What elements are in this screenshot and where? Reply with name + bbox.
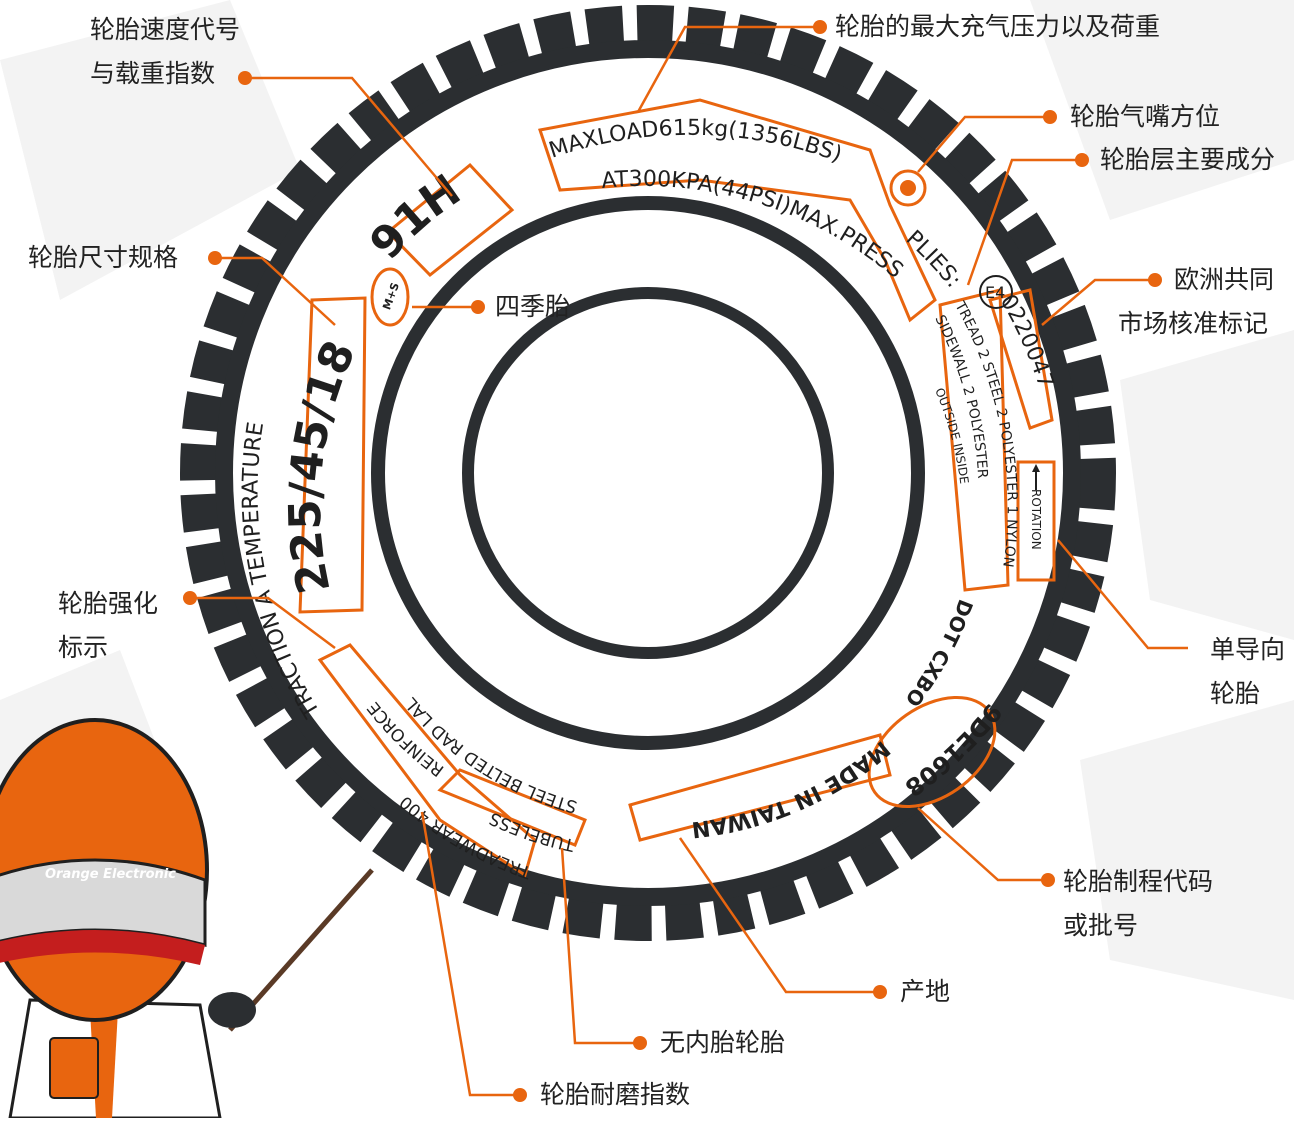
background-pattern — [0, 0, 1294, 1000]
label-reinforce-line2: 标示 — [58, 633, 109, 662]
mascot-badge — [49, 1037, 99, 1099]
svg-text:ROTATION: ROTATION — [1029, 489, 1043, 550]
label-reinforce: 轮胎强化 标示 — [58, 582, 158, 670]
leader-dots — [183, 20, 1162, 1102]
rim-inner-circle — [462, 287, 834, 659]
label-batch: 轮胎制程代码 或批号 — [1063, 860, 1213, 948]
highlight-outlines — [298, 98, 1056, 878]
season-outline — [370, 267, 410, 327]
speed-outline — [385, 162, 515, 278]
made-outline — [628, 733, 892, 842]
tire-tread-blocks — [180, 5, 1116, 941]
maxload-outline — [538, 98, 937, 323]
leader-lines — [190, 25, 1188, 1097]
rotation-arrow-icon — [1032, 464, 1040, 490]
label-batch-line2: 或批号 — [1063, 911, 1139, 940]
label-treadwear: 轮胎耐磨指数 — [540, 1080, 691, 1109]
size-outline — [298, 296, 367, 614]
label-ply: 轮胎层主要成分 — [1100, 145, 1276, 174]
mascot-brand-text: Orange Electronic — [45, 867, 176, 882]
mascot-illustration: Orange Electronic — [0, 718, 374, 1120]
label-directional-line1: 单导向 — [1210, 635, 1286, 664]
label-speed-load: 轮胎速度代号 与载重指数 — [90, 8, 240, 96]
label-ece-line2: 市场核准标记 — [1118, 309, 1269, 338]
label-ece-line1: 欧洲共同 — [1174, 265, 1275, 294]
label-all-season: 四季胎 — [495, 292, 571, 321]
label-size: 轮胎尺寸规格 — [28, 243, 179, 272]
label-tubeless: 无内胎轮胎 — [660, 1028, 786, 1057]
label-speed-load-line2: 与载重指数 — [90, 59, 216, 88]
tubeless-outline — [437, 768, 587, 847]
mascot-hand — [208, 992, 256, 1028]
label-reinforce-line1: 轮胎强化 — [58, 589, 159, 618]
label-origin: 产地 — [900, 977, 951, 1006]
ece-outline — [988, 288, 1054, 430]
label-speed-load-line1: 轮胎速度代号 — [90, 15, 241, 44]
rim-outer-circle — [371, 196, 925, 750]
ece-mark: E4 — [979, 275, 1013, 309]
rotation-outline — [1016, 460, 1056, 582]
label-ece: 欧洲共同 市场核准标记 — [1118, 258, 1274, 346]
rotation-text: ROTATION — [1029, 489, 1043, 550]
valve-icon — [889, 169, 927, 207]
tire-outer-band — [215, 40, 1081, 906]
label-batch-line1: 轮胎制程代码 — [1063, 867, 1214, 896]
mascot-helmet-stripe — [0, 930, 205, 965]
ece-mark-text: E4 — [985, 283, 1005, 302]
label-directional: 单导向 轮胎 — [1210, 628, 1285, 716]
label-directional-line2: 轮胎 — [1210, 679, 1261, 708]
reinforce-outline — [317, 643, 537, 878]
label-max-pressure: 轮胎的最大充气压力以及荷重 — [835, 12, 1161, 41]
tire — [180, 5, 1116, 941]
batch-outline — [867, 695, 997, 809]
label-valve: 轮胎气嘴方位 — [1070, 102, 1221, 131]
